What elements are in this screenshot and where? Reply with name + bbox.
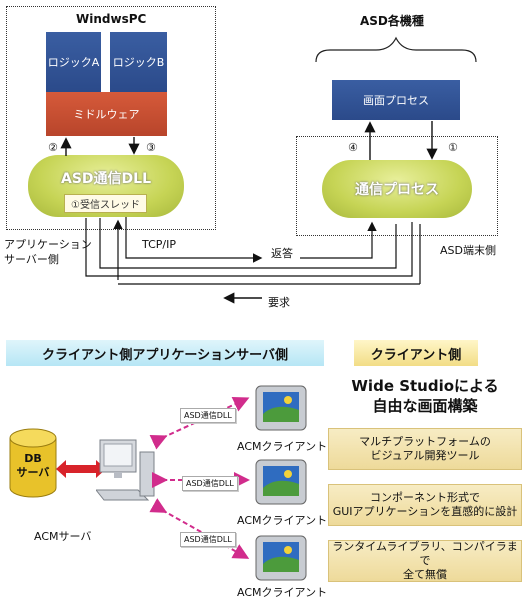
comm-process-pill: 通信プロセス (322, 160, 472, 218)
acm-client-label-2: ACMクライアント (237, 514, 328, 527)
reply-label: 返答 (271, 247, 293, 260)
windows-pc-box (6, 6, 216, 230)
feature-3-line2: 全て無償 (403, 568, 447, 581)
acm-server-computer-icon (96, 439, 155, 501)
db-server-label: DB サーバ (8, 452, 58, 480)
asd-terminal-box (296, 136, 498, 236)
dll-tag-3: ASD通信DLL (180, 532, 236, 547)
wide-studio-line2: 自由な画面構築 (372, 397, 478, 415)
wide-studio-line1: Wide Studioによる (351, 377, 499, 395)
middleware-box: ミドルウェア (46, 92, 167, 136)
asd-terminal-side-label: ASD端末側 (440, 244, 496, 257)
db-label-line2: サーバ (16, 466, 50, 479)
feature-2-line1: コンポーネント形式で (370, 491, 480, 504)
acm-client-label-1: ACMクライアント (237, 440, 328, 453)
request-label: 要求 (268, 296, 290, 309)
dll-tag-2: ASD通信DLL (182, 476, 238, 491)
asd-title: ASD各機種 (360, 14, 424, 28)
db-server-double-arrow (56, 460, 106, 478)
feature-1-line1: マルチプラットフォームの (359, 435, 491, 448)
client-app-server-header: クライアント側アプリケーションサーバ側 (6, 340, 324, 366)
dll-tag-1: ASD通信DLL (180, 408, 236, 423)
acm-client-device-icon-2 (255, 459, 307, 505)
acm-client-device-icon-3 (255, 535, 307, 581)
feature-box-2: コンポーネント形式で GUIアプリケーションを直感的に設計 (328, 484, 522, 526)
num-3-label: ③ (146, 141, 156, 154)
feature-box-1: マルチプラットフォームの ビジュアル開発ツール (328, 428, 522, 470)
feature-3-line1: ランタイムライブラリ、コンパイラまで (332, 540, 518, 567)
db-server-icon (9, 428, 57, 498)
feature-box-3: ランタイムライブラリ、コンパイラまで 全て無償 (328, 540, 522, 582)
num-4-label: ④ (348, 141, 358, 154)
asd-dll-label: ASD通信DLL (60, 171, 151, 187)
top-connectors (60, 36, 477, 304)
logic-b-box: ロジックB (110, 32, 167, 92)
acm-client-label-3: ACMクライアント (237, 586, 328, 599)
windows-pc-title: WindwsPC (76, 12, 147, 26)
feature-1-line2: ビジュアル開発ツール (370, 449, 480, 462)
client-side-header: クライアント側 (354, 340, 478, 366)
acm-client-device-icon-1 (255, 385, 307, 431)
comm-process-label: 通信プロセス (355, 182, 439, 198)
screen-process-box: 画面プロセス (332, 80, 460, 120)
num-1-label: ① (448, 141, 458, 154)
tcpip-label: TCP/IP (142, 238, 176, 251)
db-label-line1: DB (24, 452, 42, 465)
wide-studio-title: Wide Studioによる 自由な画面構築 (330, 376, 520, 416)
recv-thread-tag: ①受信スレッド (64, 194, 147, 213)
app-server-side-line1: アプリケーション (4, 238, 92, 251)
acm-server-label: ACMサーバ (34, 530, 92, 543)
app-server-side-line2: サーバー側 (4, 253, 59, 266)
num-2-label: ② (48, 141, 58, 154)
feature-2-line2: GUIアプリケーションを直感的に設計 (332, 505, 518, 518)
logic-a-box: ロジックA (46, 32, 101, 92)
